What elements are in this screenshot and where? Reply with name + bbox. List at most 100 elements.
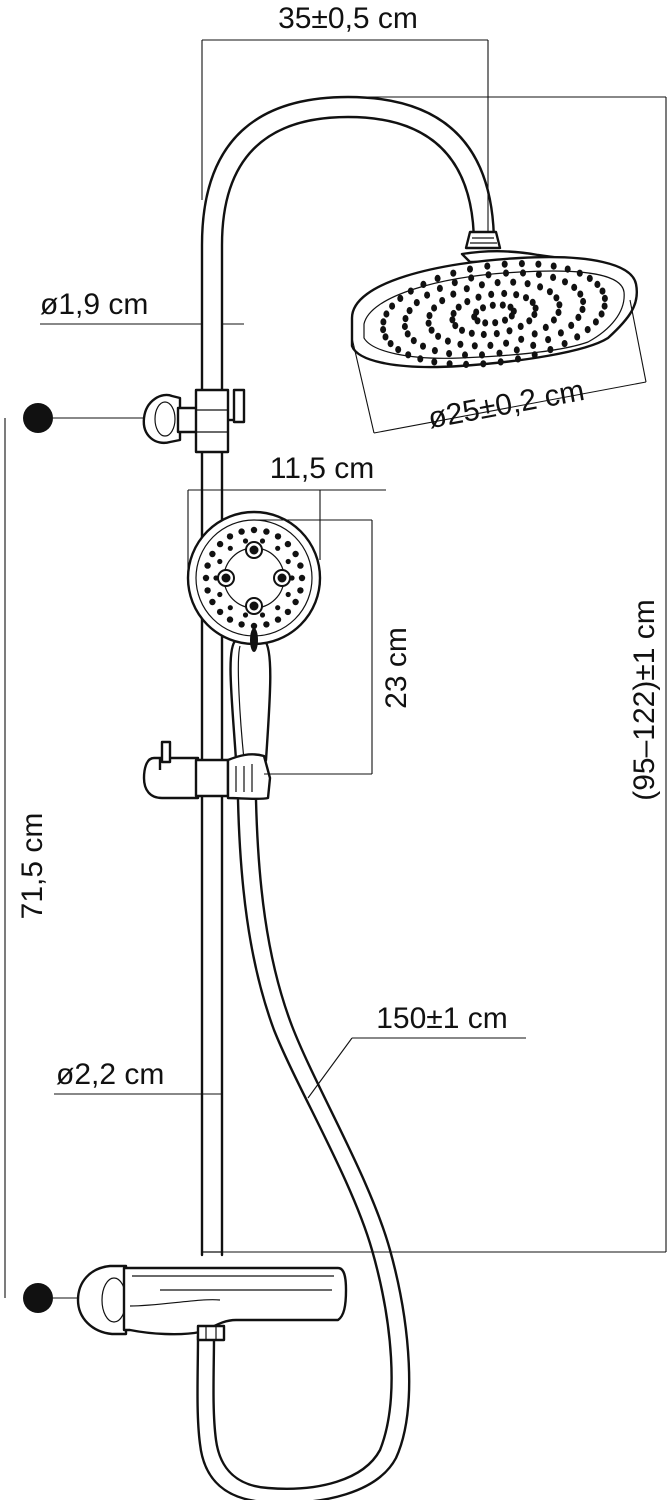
nozzle-dot	[274, 616, 282, 623]
nozzle-dot	[598, 310, 605, 318]
mount-spacing-label: 71,5 cm	[16, 813, 49, 920]
nozzle-dot	[489, 301, 496, 309]
nozzle-dot	[431, 358, 438, 366]
nozzle-dot	[395, 346, 402, 354]
nozzle-dot	[452, 322, 459, 330]
nozzle-dot	[449, 316, 456, 324]
nozzle-dot	[507, 303, 514, 311]
nozzle-dot	[242, 538, 249, 544]
nozzle-dot	[436, 284, 443, 292]
slide-holder	[142, 740, 272, 801]
nozzle-dot	[216, 608, 224, 616]
nozzle-dot	[226, 533, 234, 540]
nozzle-dot	[553, 294, 560, 302]
nozzle-dot	[420, 280, 427, 288]
nozzle-dot	[592, 318, 599, 326]
nozzle-dot	[426, 312, 433, 320]
nozzle-dot	[285, 558, 291, 565]
nozzle-dot	[564, 265, 571, 273]
nozzle-dot	[424, 291, 431, 299]
nozzle-dot	[556, 301, 563, 309]
nozzle-dot	[575, 313, 582, 321]
nozzle-dot	[455, 303, 462, 311]
nozzle-dot	[601, 294, 608, 302]
nozzle-dot	[217, 558, 223, 565]
nozzle-dot	[275, 605, 281, 611]
nozzle-dot	[557, 329, 564, 337]
nozzle-dot	[277, 573, 287, 583]
nozzle-dot	[285, 591, 291, 598]
nozzle-dot	[463, 360, 470, 368]
nozzle-dot	[446, 360, 453, 368]
nozzle-dot	[501, 260, 508, 268]
nozzle-dot	[547, 346, 554, 354]
nozzle-dot	[479, 351, 485, 359]
nozzle-dot	[523, 294, 529, 302]
nozzle-dot	[284, 540, 292, 548]
nozzle-dot	[485, 271, 492, 279]
upper-pipe-diameter-label: ø1,9 cm	[40, 288, 148, 321]
nozzle-dot	[562, 278, 568, 286]
nozzle-dot	[238, 621, 245, 628]
nozzle-dot	[250, 526, 258, 534]
nozzle-dot	[526, 317, 533, 325]
nozzle-dot	[406, 307, 413, 315]
nozzle-dot	[545, 336, 552, 344]
nozzle-dot	[439, 297, 446, 305]
nozzle-dot	[242, 612, 249, 618]
nozzle-dot	[413, 299, 420, 307]
nozzle-dot	[284, 608, 292, 616]
nozzle-dot	[274, 533, 282, 540]
nozzle-dot	[480, 360, 487, 368]
nozzle-dot	[550, 316, 557, 324]
nozzle-dot	[535, 260, 542, 268]
nozzle-dot	[584, 326, 591, 334]
nozzle-dot	[450, 290, 457, 298]
nozzle-dot	[382, 333, 389, 341]
nozzle-dot	[464, 298, 471, 306]
nozzle-dot	[561, 340, 568, 348]
height-range-label: (95–122)±1 cm	[628, 599, 661, 801]
head-reach-label: 35±0,5 cm	[278, 2, 418, 35]
lower-mount-point-icon	[23, 1283, 53, 1313]
nozzle-dot	[227, 605, 233, 611]
head-nozzles	[380, 260, 608, 368]
nozzle-dot	[601, 302, 608, 310]
nozzle-dot	[425, 319, 432, 327]
nozzle-dot	[275, 545, 281, 551]
nozzle-dot	[473, 308, 480, 316]
nozzle-dot	[513, 291, 520, 299]
nozzle-dot	[484, 262, 491, 270]
nozzle-dot	[475, 293, 482, 301]
nozzle-dot	[518, 335, 525, 343]
nozzle-dot	[397, 294, 404, 302]
nozzle-dot	[263, 621, 270, 628]
nozzle-dot	[249, 601, 259, 611]
nozzle-dot	[515, 355, 521, 363]
nozzle-dot	[405, 351, 412, 359]
nozzle-dot	[402, 315, 409, 323]
head-diameter-label: ø25±0,2 cm	[425, 374, 587, 435]
nozzle-dot	[531, 351, 538, 359]
nozzle-dot	[459, 326, 465, 334]
nozzle-dot	[292, 598, 299, 606]
hose-length-label: 150±1 cm	[376, 1002, 508, 1035]
nozzle-dot	[417, 355, 424, 363]
upper-wall-bracket	[142, 388, 246, 454]
nozzle-dot	[532, 304, 539, 312]
nozzle-dot	[510, 278, 517, 286]
nozzle-dot	[524, 280, 531, 288]
nozzle-dot	[383, 310, 390, 318]
thermostat-mixer	[76, 1264, 348, 1342]
nozzle-dot	[209, 598, 216, 606]
nozzle-dot	[238, 528, 245, 535]
nozzle-dot	[496, 349, 503, 357]
nozzle-dot	[204, 587, 211, 594]
nozzle-dot	[216, 540, 224, 548]
nozzle-dot	[482, 319, 489, 327]
nozzle-dot	[494, 279, 501, 287]
nozzle-dot	[488, 290, 495, 298]
nozzle-dot	[463, 285, 470, 293]
upper-mount-point-icon	[23, 403, 53, 433]
